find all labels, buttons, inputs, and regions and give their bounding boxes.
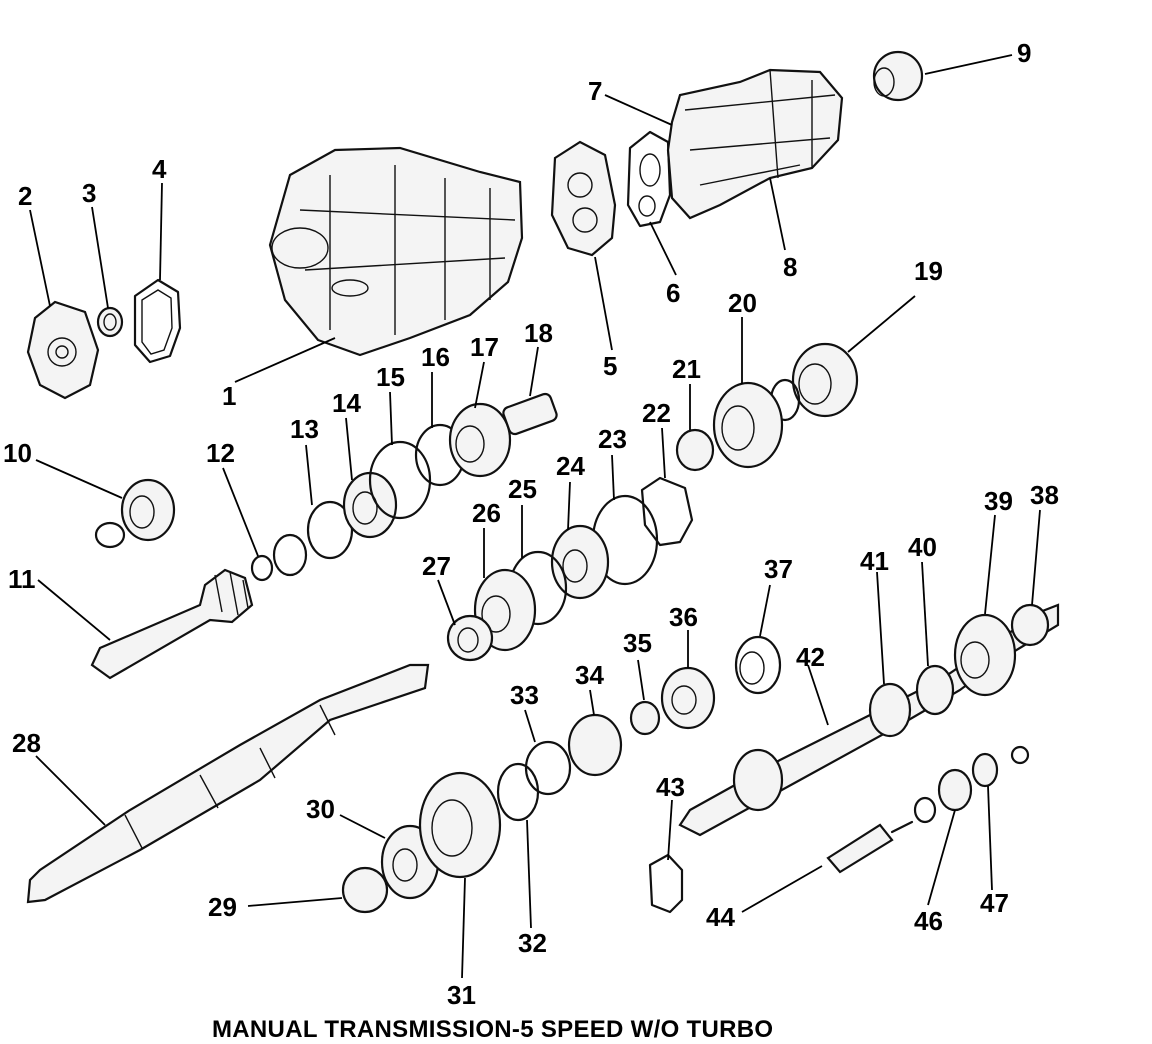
callout-28: 27 <box>422 551 451 581</box>
part-reverse-gear-47 <box>913 768 973 824</box>
callout-48: 47 <box>980 888 1009 918</box>
callout-29: 28 <box>12 728 41 758</box>
callout-40: 39 <box>984 486 1013 516</box>
callout-30: 29 <box>208 892 237 922</box>
callout-16: 16 <box>421 342 450 372</box>
callout-24: 23 <box>598 424 627 454</box>
callout-39: 38 <box>1030 480 1059 510</box>
callout-10: 10 <box>3 438 32 468</box>
callout-33: 32 <box>518 928 547 958</box>
part-input-shaft <box>90 568 254 680</box>
part-cluster-gear-43 <box>732 748 784 812</box>
part-sleeve-36 <box>629 700 661 736</box>
callout-31: 30 <box>306 794 335 824</box>
callout-19: 19 <box>914 256 943 286</box>
leader-lines <box>29 54 1041 979</box>
part-input-bearing <box>94 478 176 549</box>
callout-8: 8 <box>783 252 797 282</box>
callout-18: 18 <box>524 318 553 348</box>
part-washer-44 <box>648 853 684 914</box>
callout-3: 3 <box>82 178 96 208</box>
callout-46: 44 <box>706 902 735 932</box>
part-hub-25 <box>550 524 610 600</box>
callout-32: 31 <box>447 980 476 1010</box>
part-synchro-rings <box>250 500 354 582</box>
callout-6: 6 <box>666 278 680 308</box>
callout-23: 22 <box>642 398 671 428</box>
callout-42: 41 <box>860 546 889 576</box>
part-bearing-39 <box>1010 603 1050 647</box>
callout-38: 37 <box>764 554 793 584</box>
callout-47: 46 <box>914 906 943 936</box>
part-seal <box>96 306 124 338</box>
callout-2: 2 <box>18 181 32 211</box>
part-extension-housing <box>666 68 844 220</box>
part-intermediate-plate <box>550 140 617 257</box>
callout-15: 15 <box>376 362 405 392</box>
callout-4: 4 <box>152 154 167 184</box>
callout-41: 40 <box>908 532 937 562</box>
part-front-cover <box>26 300 100 400</box>
part-rear-bearing <box>769 342 859 422</box>
callout-9: 9 <box>1017 38 1031 68</box>
part-bushing <box>872 50 924 102</box>
callout-11: 11 <box>8 564 36 594</box>
part-reverse-shaft-46 <box>826 820 914 874</box>
callout-13: 13 <box>290 414 319 444</box>
callout-20: 20 <box>728 288 757 318</box>
callout-43: 42 <box>796 642 825 672</box>
part-snap-ring-23 <box>640 476 694 547</box>
part-spacer-48 <box>971 745 1030 788</box>
callout-34: 33 <box>510 680 539 710</box>
part-gear-20 <box>712 381 784 469</box>
callout-labels: 1 2 3 4 5 6 7 8 9 10 11 12 13 14 15 16 1… <box>3 38 1059 1010</box>
part-cluster-gear-40 <box>953 613 1017 697</box>
part-gear-41 <box>915 664 955 716</box>
callout-12: 12 <box>206 438 235 468</box>
callout-1: 1 <box>222 381 236 411</box>
part-ring-33 <box>496 762 540 822</box>
callout-5: 5 <box>603 351 617 381</box>
part-sleeve-30 <box>341 866 389 914</box>
callout-25: 24 <box>556 451 585 481</box>
callout-37: 36 <box>669 602 698 632</box>
part-gear-37 <box>660 666 716 730</box>
part-gear-42 <box>868 682 912 738</box>
part-ring-38 <box>734 635 782 695</box>
callout-17: 17 <box>470 332 499 362</box>
part-ring-34 <box>524 740 572 796</box>
part-mainshaft <box>26 663 430 904</box>
callout-36: 35 <box>623 628 652 658</box>
callout-14: 14 <box>332 388 361 418</box>
callout-7: 7 <box>588 76 602 106</box>
part-bearing-28 <box>446 614 494 662</box>
callout-21: 21 <box>672 354 701 384</box>
part-gear-17 <box>448 402 512 478</box>
callout-26: 25 <box>508 474 537 504</box>
diagram-caption: MANUAL TRANSMISSION-5 SPEED W/O TURBO <box>212 1016 774 1043</box>
callout-35: 34 <box>575 660 604 690</box>
part-needle-bearing-18 <box>502 392 558 436</box>
part-gasket-front <box>133 278 182 364</box>
part-gasket-rear <box>626 130 672 228</box>
part-sleeve-21 <box>675 428 715 472</box>
callout-27: 26 <box>472 498 501 528</box>
callout-44: 43 <box>656 772 685 802</box>
part-gear-32 <box>418 771 502 879</box>
part-bell-housing <box>268 146 524 357</box>
part-hub-35 <box>567 713 623 777</box>
